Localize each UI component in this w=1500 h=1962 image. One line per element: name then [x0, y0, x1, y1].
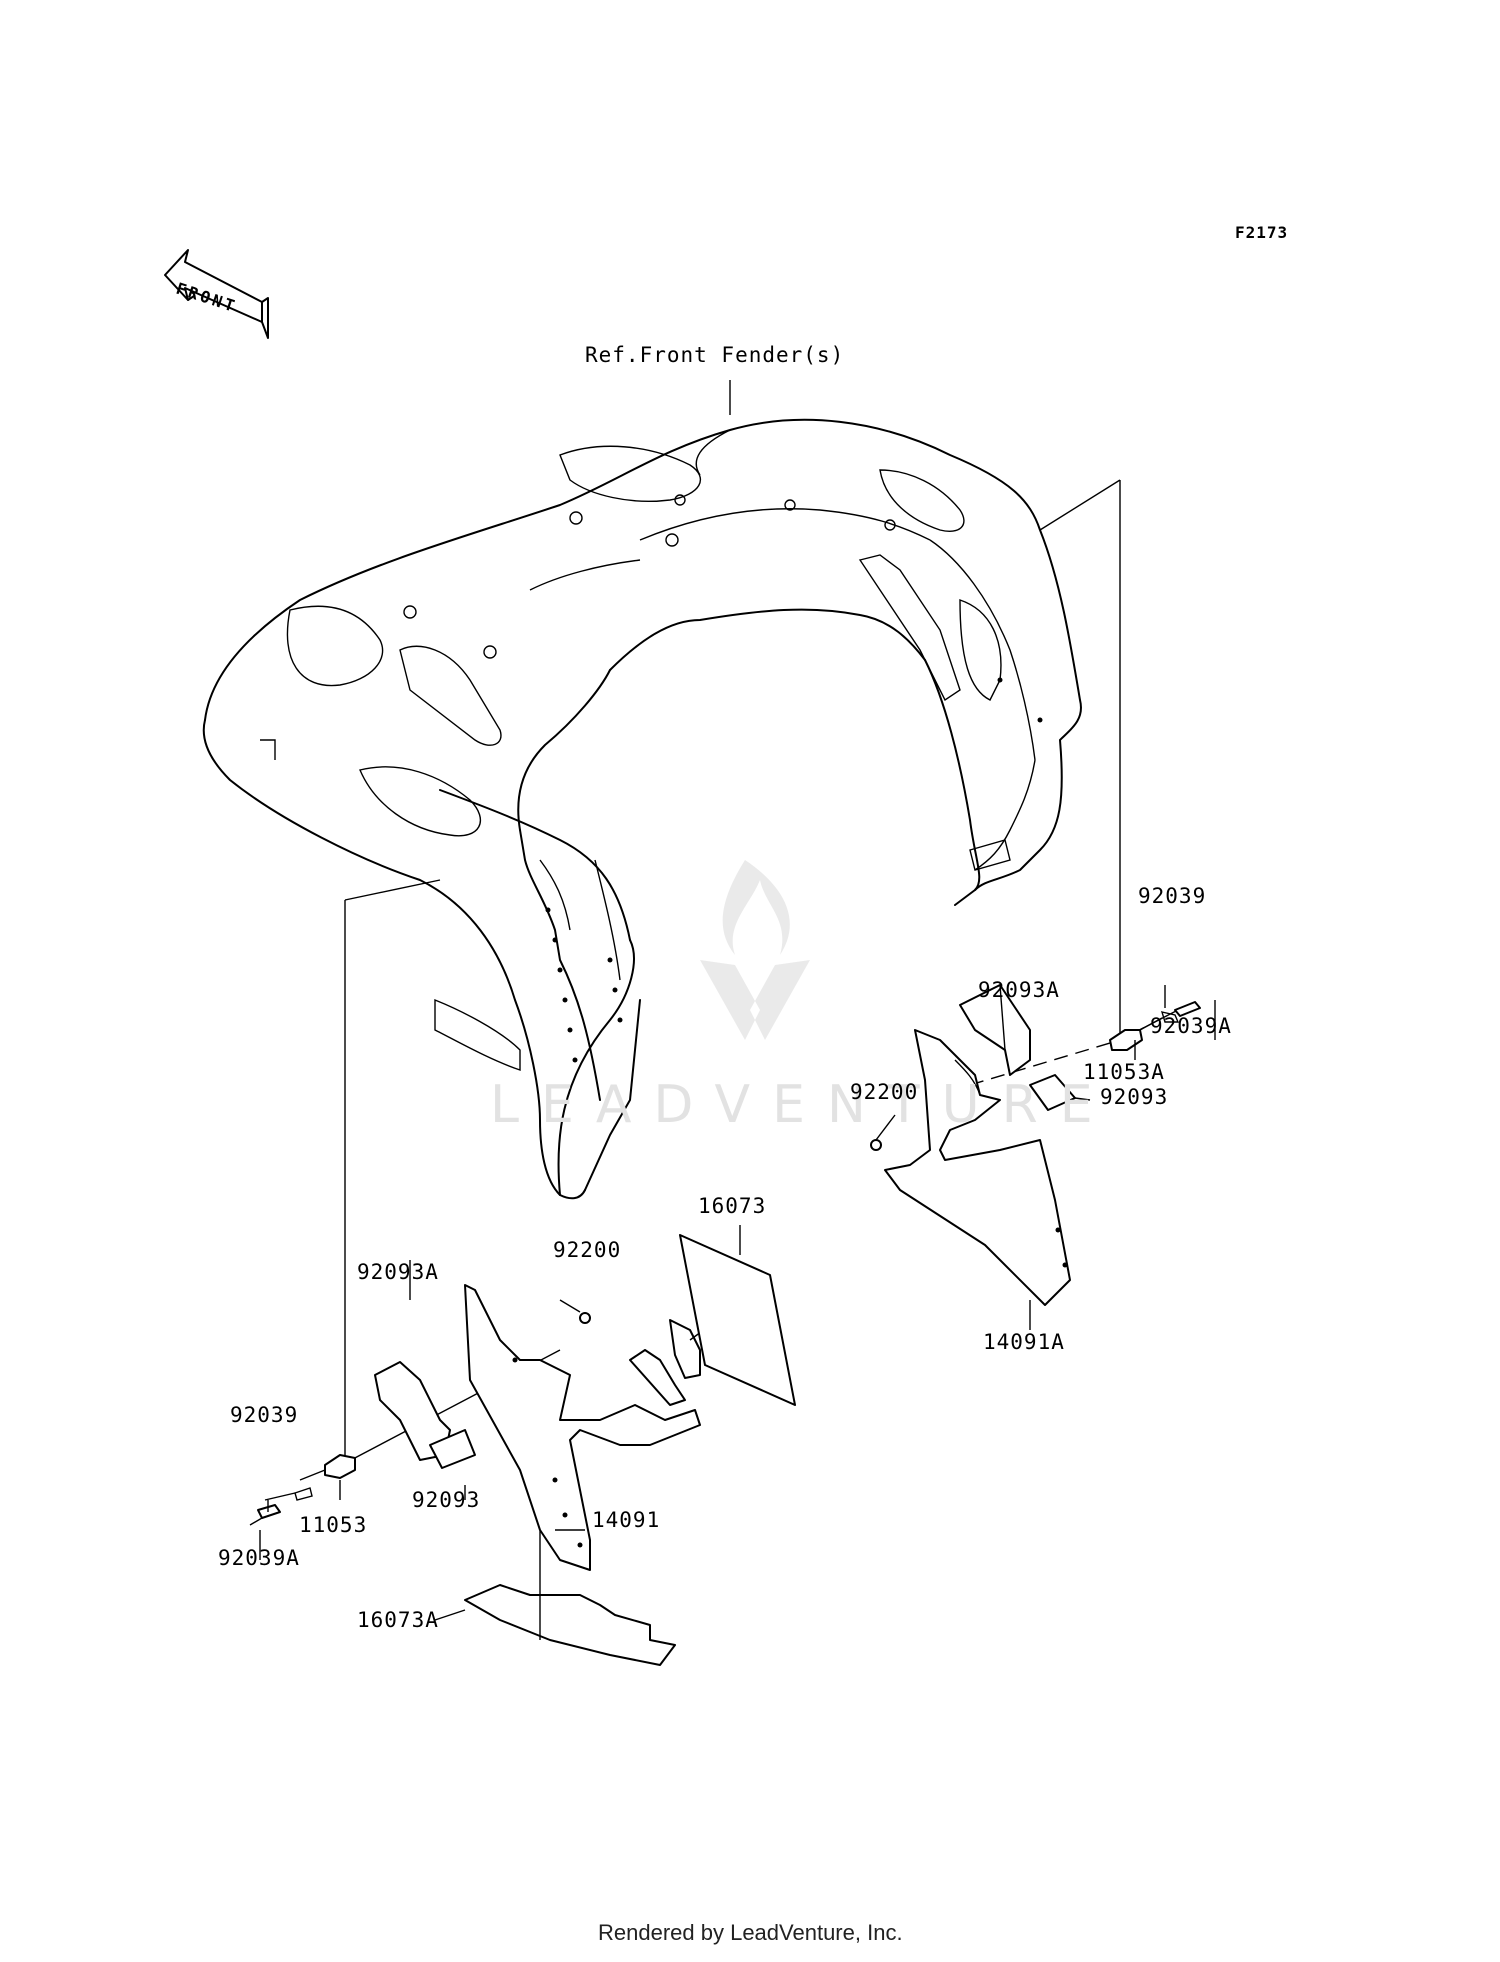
part-label-l-92093a: 92093A [357, 1260, 439, 1284]
part-label-l-11053: 11053 [299, 1513, 368, 1537]
left-mudflap-assembly [249, 879, 796, 1666]
front-arrow-icon [164, 249, 269, 339]
part-label-r-11053a: 11053A [1083, 1060, 1165, 1084]
part-label-r-92093: 92093 [1100, 1085, 1169, 1109]
front-fender [202, 418, 1082, 1200]
part-label-l-92200: 92200 [553, 1238, 622, 1262]
part-label-l-16073: 16073 [698, 1194, 767, 1218]
part-label-l-92039a: 92039A [218, 1546, 300, 1570]
part-label-r-92200: 92200 [850, 1080, 919, 1104]
ref-front-fender-label: Ref.Front Fender(s) [585, 343, 845, 367]
render-credit: Rendered by LeadVenture, Inc. [598, 1920, 903, 1945]
part-label-r-92039: 92039 [1138, 884, 1207, 908]
watermark-text: LEADVENTURE [490, 1075, 1115, 1135]
part-label-l-92093: 92093 [412, 1488, 481, 1512]
watermark-logo-icon [700, 860, 810, 1040]
right-mudflap-assembly [870, 479, 1216, 1330]
part-label-r-92093a: 92093A [978, 978, 1060, 1002]
part-label-l-92039: 92039 [230, 1403, 299, 1427]
part-label-l-14091: 14091 [592, 1508, 661, 1532]
fender-grommets [403, 494, 1043, 1063]
diagram-code: F2173 [1235, 223, 1289, 242]
part-label-r-92039a: 92039A [1150, 1014, 1232, 1038]
part-label-r-14091a: 14091A [983, 1330, 1065, 1354]
part-label-l-16073a: 16073A [357, 1608, 439, 1632]
